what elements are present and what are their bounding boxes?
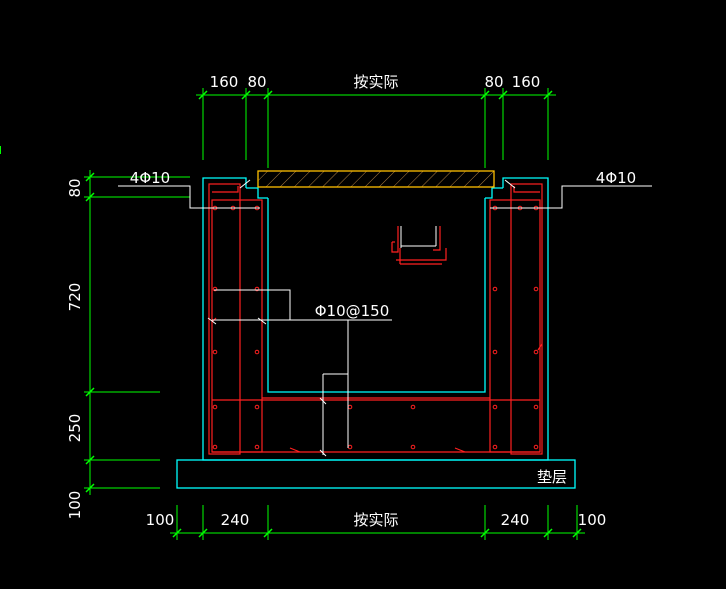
- dim-left-1: 80: [66, 178, 84, 197]
- leader-lines: [118, 179, 652, 457]
- rebar-cage: [208, 183, 543, 455]
- pipe-bracket-outline: [400, 226, 437, 248]
- rebar-label-right: 4Φ10: [596, 169, 636, 187]
- dim-top-3: 按实际: [353, 73, 398, 91]
- dim-bottom-2: 240: [221, 511, 250, 529]
- dim-bottom-1: 100: [146, 511, 175, 529]
- dim-left-2: 720: [66, 283, 84, 312]
- dim-bottom-3: 按实际: [353, 511, 398, 529]
- dim-left-3: 250: [66, 414, 84, 443]
- dim-bottom-4: 240: [501, 511, 530, 529]
- dim-top-1: 160: [210, 73, 239, 91]
- dimension-lines: [84, 88, 585, 540]
- cushion-label: 垫层: [537, 468, 567, 486]
- cover-plate: [257, 170, 495, 188]
- pipe-bracket: [391, 226, 447, 265]
- rebar-label-left: 4Φ10: [130, 169, 170, 187]
- dim-top-4: 80: [484, 73, 503, 91]
- dim-top-5: 160: [512, 73, 541, 91]
- trench-outline: [176, 177, 576, 489]
- dim-left-4: 100: [66, 491, 84, 520]
- stirrup-label: Φ10@150: [315, 302, 390, 320]
- dim-bottom-5: 100: [578, 511, 607, 529]
- dim-top-2: 80: [247, 73, 266, 91]
